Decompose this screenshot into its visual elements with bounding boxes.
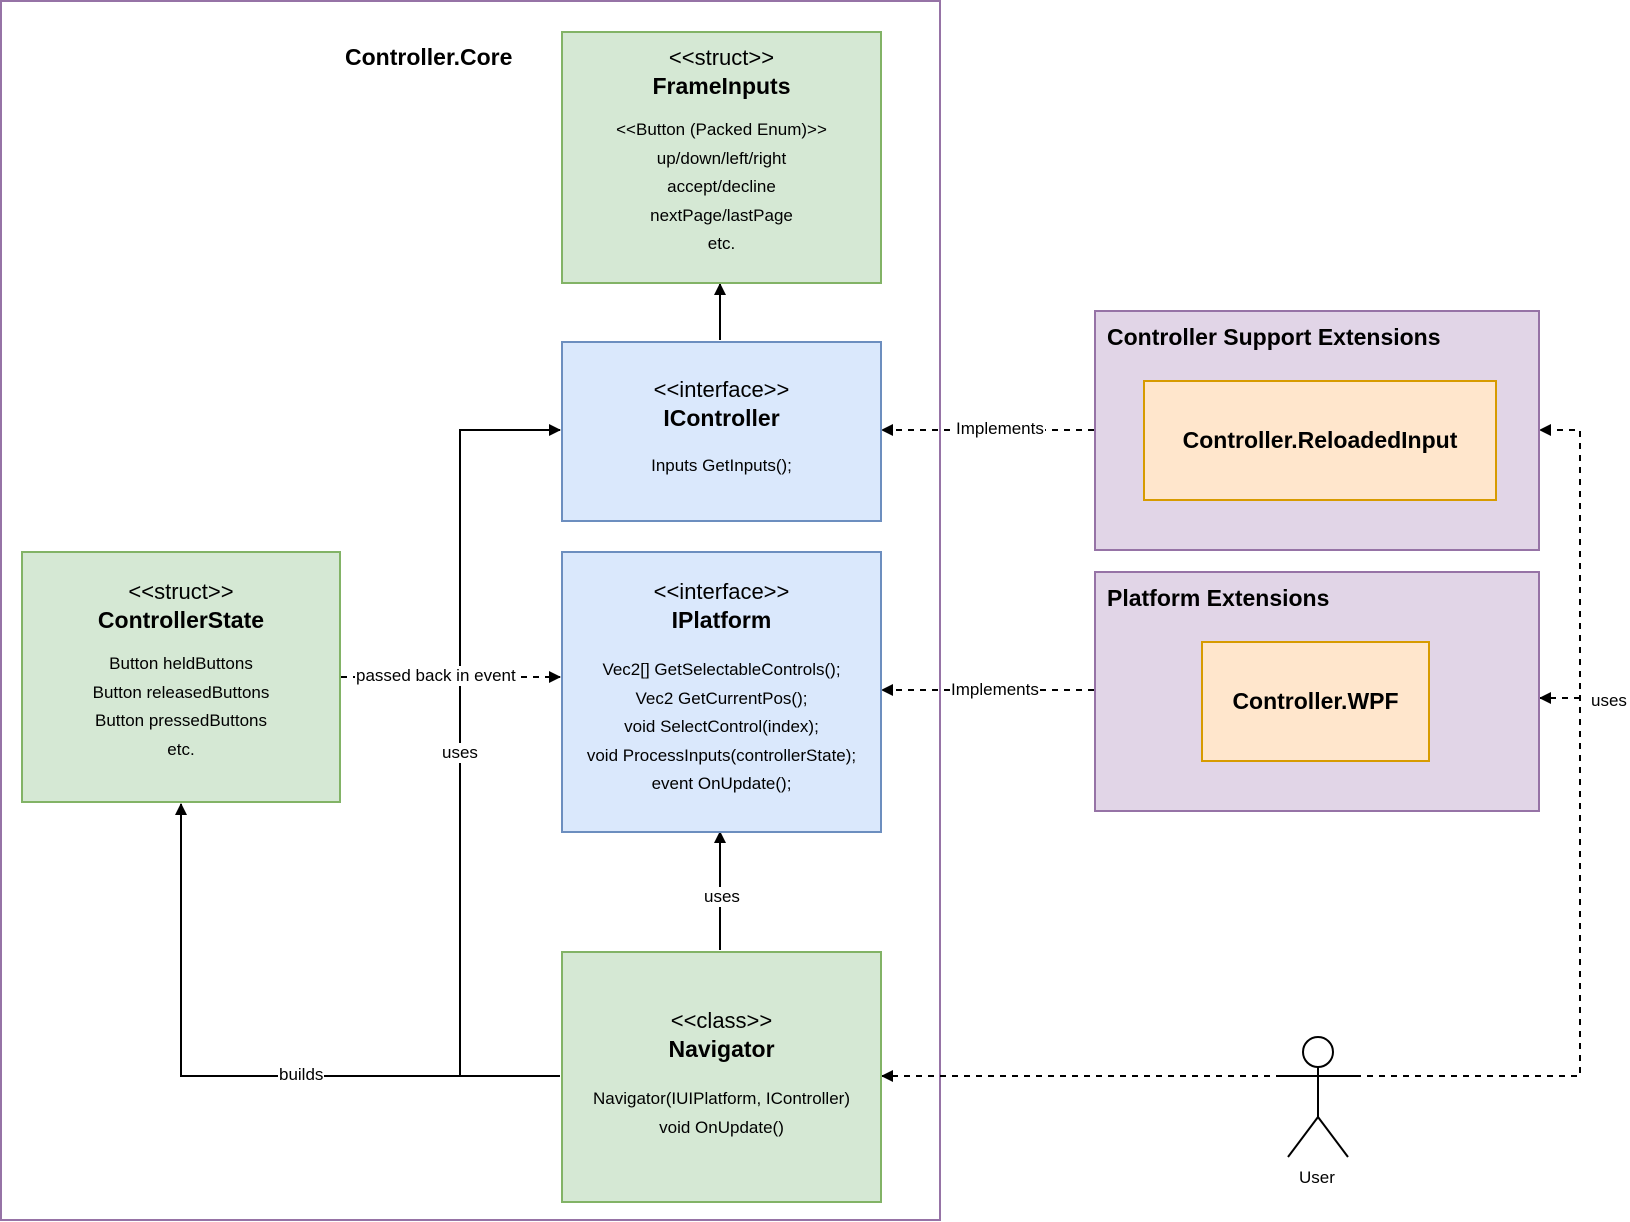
wpf-label: Controller.WPF — [1232, 688, 1399, 714]
iplatform-stereotype: <<interface>> — [653, 579, 790, 604]
uses-left-label: uses — [441, 743, 479, 763]
icontroller-stereotype: <<interface>> — [653, 377, 790, 402]
implements-bottom-label: Implements — [950, 680, 1040, 700]
icontroller-members: Inputs GetInputs(); — [563, 452, 880, 481]
core-title: Controller.Core — [345, 44, 513, 70]
uses-navigator-label: uses — [703, 887, 741, 907]
frameinputs-stereotype: <<struct>> — [668, 45, 775, 70]
member: up/down/left/right — [656, 148, 787, 168]
member: Button pressedButtons — [94, 711, 267, 730]
frameinputs-name: FrameInputs — [652, 73, 791, 99]
navigator-members: Navigator(IUIPlatform, IController) void… — [563, 1085, 880, 1142]
navigator-name: Navigator — [668, 1036, 775, 1062]
frameinputs-class[interactable]: <<struct>> FrameInputs <<Button (Packed … — [561, 31, 882, 284]
member: Vec2 GetCurrentPos(); — [635, 688, 808, 708]
icontroller-interface[interactable]: <<interface>> IController Inputs GetInpu… — [561, 341, 882, 522]
builds-label: builds — [278, 1065, 325, 1085]
iplatform-interface[interactable]: <<interface>> IPlatform Vec2[] GetSelect… — [561, 551, 882, 833]
member: Vec2[] GetSelectableControls(); — [602, 660, 841, 679]
member: Button releasedButtons — [92, 682, 270, 702]
user-label: User — [1298, 1168, 1336, 1188]
wpf-component[interactable]: Controller.WPF — [1201, 641, 1430, 762]
member: etc. — [707, 234, 736, 253]
core-boundary — [0, 0, 941, 1221]
iplatform-members: Vec2[] GetSelectableControls(); Vec2 Get… — [563, 656, 880, 799]
member: etc. — [167, 739, 195, 759]
edge-navigator-controllerstate — [175, 803, 560, 1077]
member: Button heldButtons — [109, 654, 253, 673]
member: void SelectControl(index); — [624, 717, 819, 736]
uses-right-label: uses — [1590, 691, 1628, 711]
member: nextPage/lastPage — [650, 205, 793, 225]
controllerstate-stereotype: <<struct>> — [128, 579, 234, 604]
member: <<Button (Packed Enum)>> — [616, 120, 827, 139]
user-actor-icon — [1282, 1036, 1355, 1158]
member: Inputs GetInputs(); — [651, 456, 792, 475]
frameinputs-members: <<Button (Packed Enum)>> up/down/left/ri… — [563, 116, 880, 259]
member: accept/decline — [667, 177, 776, 196]
navigator-stereotype: <<class>> — [670, 1008, 773, 1033]
member: void ProcessInputs(controllerState); — [586, 745, 857, 765]
reloadedinput-component[interactable]: Controller.ReloadedInput — [1143, 380, 1497, 501]
implements-top-label: Implements — [955, 419, 1045, 439]
passed-back-label: passed back in event — [355, 666, 517, 686]
icontroller-name: IController — [663, 405, 780, 431]
edge-user-extensions — [1355, 424, 1581, 1077]
iplatform-name: IPlatform — [671, 607, 772, 633]
controllerstate-name: ControllerState — [97, 607, 265, 633]
reloadedinput-label: Controller.ReloadedInput — [1182, 427, 1458, 453]
controllerstate-class[interactable]: <<struct>> ControllerState Button heldBu… — [21, 551, 341, 803]
platform-extensions-title: Platform Extensions — [1107, 585, 1330, 611]
support-extensions-title: Controller Support Extensions — [1107, 324, 1441, 350]
platform-extensions-group[interactable]: Platform Extensions Controller.WPF — [1094, 571, 1540, 812]
member: void OnUpdate() — [659, 1117, 784, 1137]
controllerstate-members: Button heldButtons Button releasedButton… — [23, 650, 339, 764]
support-extensions-group[interactable]: Controller Support Extensions Controller… — [1094, 310, 1540, 551]
navigator-class[interactable]: <<class>> Navigator Navigator(IUIPlatfor… — [561, 951, 882, 1203]
member: event OnUpdate(); — [651, 774, 792, 793]
member: Navigator(IUIPlatform, IController) — [593, 1089, 850, 1108]
